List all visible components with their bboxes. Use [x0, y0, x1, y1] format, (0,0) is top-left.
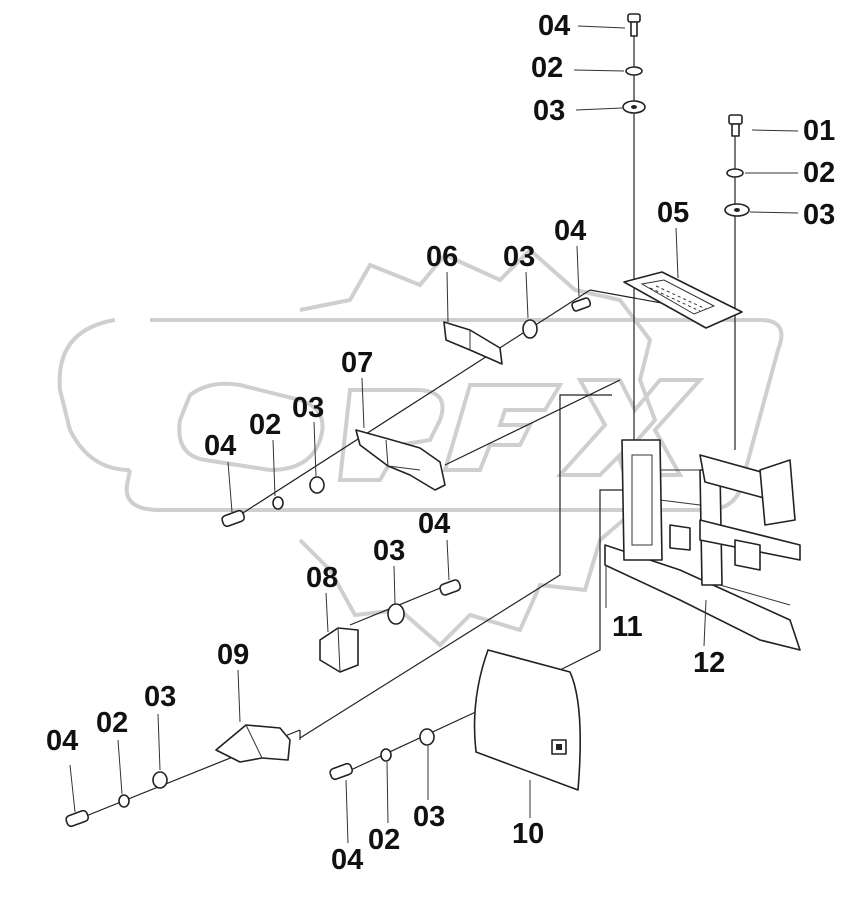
- label-04-c: 04: [204, 430, 236, 462]
- part-07-plate: [355, 429, 446, 491]
- right-fastener-stack: [724, 114, 750, 217]
- flat-washer-icon: [152, 771, 168, 789]
- label-03-c: 03: [292, 392, 324, 424]
- fastener-08: [387, 579, 462, 625]
- top-fastener-stack: [622, 13, 646, 114]
- label-02-e: 02: [96, 707, 128, 739]
- label-04-b: 04: [554, 215, 586, 247]
- bolt-icon: [65, 809, 90, 828]
- label-01-right: 01: [803, 115, 835, 147]
- label-04-e: 04: [46, 725, 78, 757]
- spring-washer-icon: [726, 168, 744, 178]
- part-08-bracket: [319, 627, 359, 673]
- label-11: 11: [612, 611, 643, 643]
- spring-washer-icon: [272, 496, 284, 510]
- label-06: 06: [426, 241, 458, 273]
- label-02-top: 02: [531, 52, 563, 84]
- part-11-12-frame-assembly: [604, 439, 801, 651]
- label-04-f: 04: [331, 844, 363, 876]
- spring-washer-icon: [625, 66, 643, 76]
- label-12: 12: [693, 647, 725, 679]
- label-03-b: 03: [503, 241, 535, 273]
- part-10-door-panel: [473, 649, 581, 791]
- label-03-top: 03: [533, 95, 565, 127]
- fastener-06: [522, 297, 592, 339]
- fastener-07: [221, 476, 325, 528]
- label-08: 08: [306, 562, 338, 594]
- part-05-grille-cover: [623, 271, 743, 329]
- bolt-head-icon: [728, 114, 743, 125]
- spring-washer-icon: [380, 748, 392, 762]
- label-05: 05: [657, 197, 689, 229]
- label-10: 10: [512, 818, 544, 850]
- spring-washer-icon: [118, 794, 130, 808]
- label-03-f: 03: [413, 801, 445, 833]
- label-04-d: 04: [418, 508, 450, 540]
- bolt-shank-icon: [731, 123, 740, 137]
- label-09: 09: [217, 639, 249, 671]
- flat-washer-icon: [387, 603, 405, 625]
- part-09-bracket: [215, 724, 291, 763]
- fastener-09: [65, 771, 168, 828]
- label-07: 07: [341, 347, 373, 379]
- bolt-head-icon: [627, 13, 641, 23]
- bolt-icon: [329, 762, 354, 781]
- bolt-icon: [221, 509, 246, 528]
- part-06-bracket: [443, 321, 503, 365]
- label-02-f: 02: [368, 824, 400, 856]
- label-02-c: 02: [249, 409, 281, 441]
- label-04-top: 04: [538, 10, 570, 42]
- label-03-e: 03: [144, 681, 176, 713]
- flat-washer-icon: [522, 319, 538, 339]
- fastener-10: [329, 728, 435, 781]
- flat-washer-icon: [309, 476, 325, 494]
- bolt-shank-icon: [630, 21, 638, 37]
- bolt-icon: [571, 297, 592, 312]
- label-03-right: 03: [803, 199, 835, 231]
- bolt-icon: [439, 579, 462, 596]
- callout-labels: 04 02 03 01 02 03 05 06 03 04 07 03 02 0…: [46, 10, 835, 876]
- label-03-d: 03: [373, 535, 405, 567]
- label-02-right: 02: [803, 157, 835, 189]
- flat-washer-icon: [419, 728, 435, 746]
